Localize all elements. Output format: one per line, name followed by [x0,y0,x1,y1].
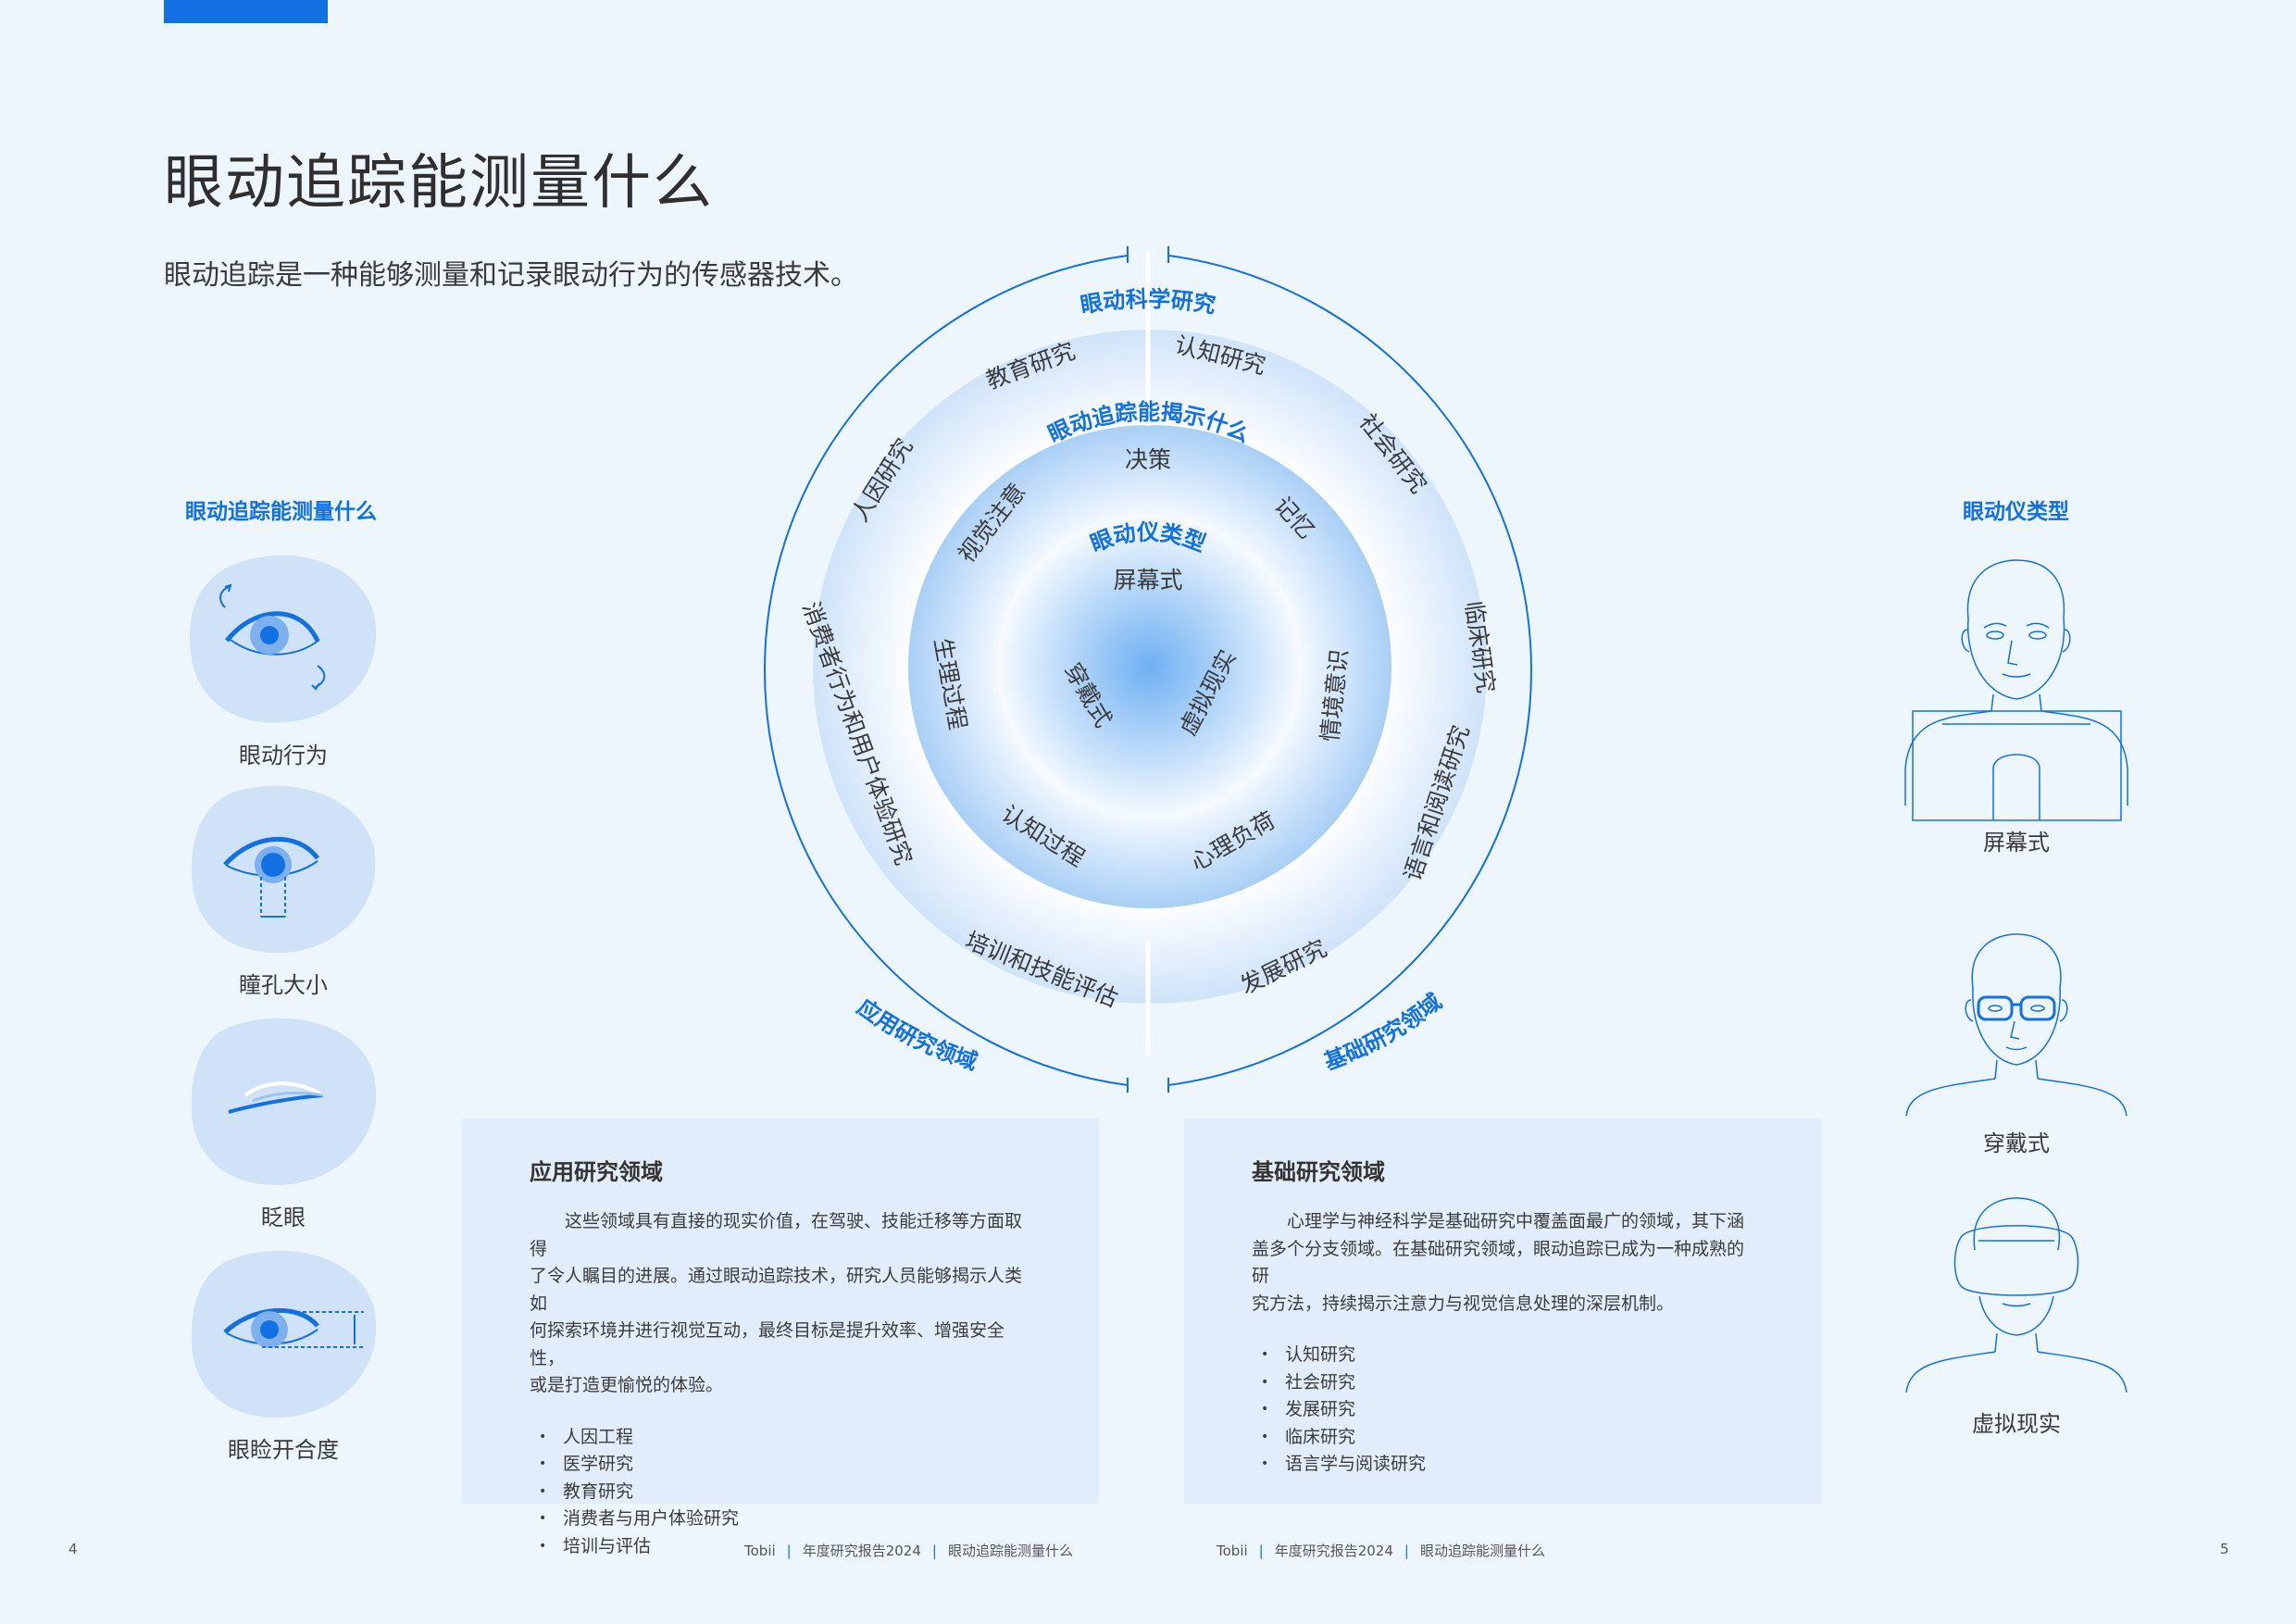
footer-section: 眼动追踪能测量什么 [1419,1543,1545,1559]
list-item: 临床研究 [1252,1424,1756,1452]
metric-eye-movement: 眼动行为 [188,550,379,769]
panel-body: 这些领域具有直接的现实价值，在驾驶、技能迁移等方面取得 了令人瞩目的进展。通过眼… [530,1211,1023,1395]
metric-label: 眼睑开合度 [228,1437,339,1463]
inner-circle [997,514,1303,819]
metric-label: 眼动行为 [239,743,328,768]
list-item: 消费者与用户体验研究 [530,1505,1034,1533]
footer-right: Tobii|年度研究报告2024|眼动追踪能测量什么 [1217,1543,1545,1559]
list-item: 人因工程 [530,1424,1034,1452]
panel-body: 心理学与神经科学是基础研究中覆盖面最广的领域，其下涵 盖多个分支领域。在基础研究… [1252,1211,1745,1314]
list-item: 发展研究 [1252,1396,1756,1424]
fundamental-area-heading: 基础研究领域 [1320,989,1446,1076]
list-item: 教育研究 [530,1479,1034,1506]
tracker-screen-based: 屏幕式 [1882,556,2151,856]
top-accent-bar [164,0,328,23]
panel-title: 应用研究领域 [530,1159,663,1185]
eye-movement-icon [189,555,377,723]
pupil-size-icon [191,785,376,954]
screen-based-tracker-icon [1904,559,2128,821]
middle-item: 决策 [1125,446,1171,473]
tracker-label: 虚拟现实 [1972,1411,2061,1437]
metric-label: 眨眼 [261,1205,306,1230]
eyelid-opening-icon [191,1250,377,1418]
inner-item: 屏幕式 [1113,567,1182,593]
list-item: 语言学与阅读研究 [1252,1451,1756,1479]
footer-section: 眼动追踪能测量什么 [947,1543,1073,1559]
vr-headset-icon [1905,1197,2128,1393]
footer-brand: Tobii [744,1543,776,1559]
metric-eyelid-opening: 眼睑开合度 [188,1244,379,1464]
fundamental-research-panel: 基础研究领域 心理学与神经科学是基础研究中覆盖面最广的领域，其下涵 盖多个分支领… [1184,1118,1821,1504]
page-subtitle: 眼动追踪是一种能够测量和记录眼动行为的传感器技术。 [164,259,858,292]
right-column-heading: 眼动仪类型 [1963,500,2069,524]
applied-research-panel: 应用研究领域 这些领域具有直接的现实价值，在驾驶、技能迁移等方面取得 了令人瞩目… [462,1118,1099,1560]
tracker-vr: 虚拟现实 [1882,1194,2151,1438]
list-item: 培训与评估 [530,1533,1034,1561]
list-item: 社会研究 [1252,1369,1756,1397]
metric-label: 瞳孔大小 [239,972,328,998]
panel-title: 基础研究领域 [1252,1159,1385,1185]
list-item: 认知研究 [1252,1342,1756,1369]
metric-blink: 眨眼 [188,1012,379,1231]
panel-bullet-list: 人因工程 医学研究 教育研究 消费者与用户体验研究 培训与评估 [530,1424,1034,1561]
applied-bracket [764,255,1129,1086]
left-column-heading: 眼动追踪能测量什么 [185,500,377,524]
footer-brand: Tobii [1217,1543,1248,1559]
right-page-number: 5 [2220,1541,2229,1557]
tracker-label: 屏幕式 [1983,830,2050,856]
page-title: 眼动追踪能测量什么 [164,149,714,218]
footer-report: 年度研究报告2024 [802,1543,921,1559]
panel-bullet-list: 认知研究 社会研究 发展研究 临床研究 语言学与阅读研究 [1252,1342,1756,1479]
wearable-tracker-icon [1905,933,2128,1117]
footer-left: Tobii|年度研究报告2024|眼动追踪能测量什么 [744,1543,1073,1559]
metric-pupil-size: 瞳孔大小 [188,780,379,999]
tracker-label: 穿戴式 [1983,1131,2050,1156]
footer-report: 年度研究报告2024 [1274,1543,1393,1559]
applied-area-heading: 应用研究领域 [853,994,980,1076]
tracker-wearable: 穿戴式 [1882,931,2151,1157]
list-item: 医学研究 [530,1451,1034,1479]
blink-icon [191,1018,377,1185]
fundamental-bracket [1167,255,1532,1086]
left-page-number: 4 [69,1541,78,1557]
